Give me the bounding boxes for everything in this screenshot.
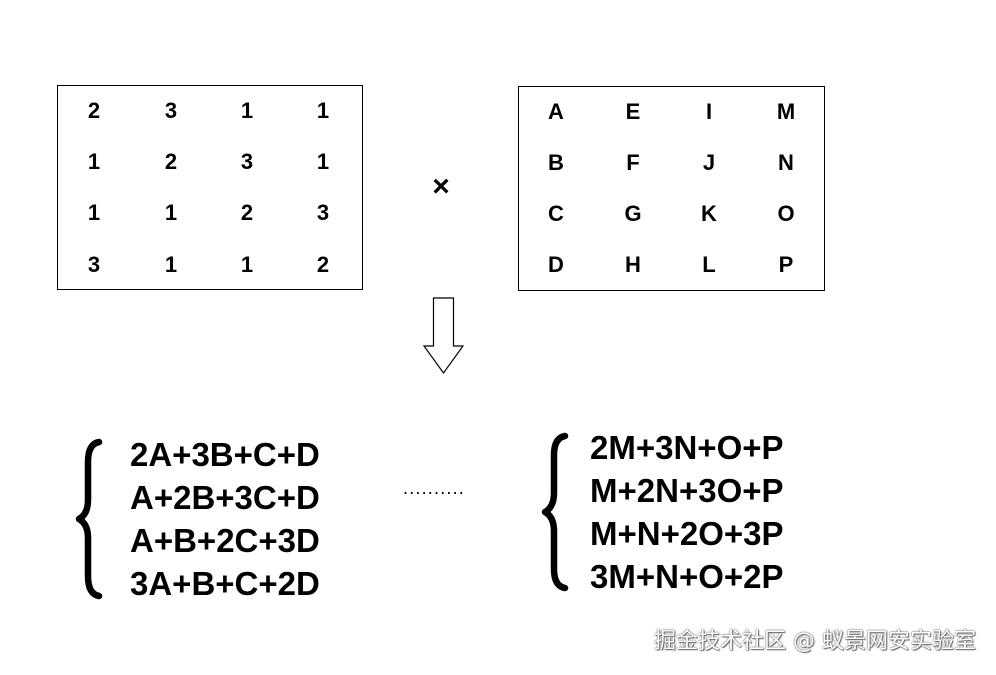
- left-matrix-cell: 1: [240, 98, 254, 123]
- left-matrix-cell: 2: [164, 149, 178, 174]
- right-matrix-cell: N: [778, 150, 794, 175]
- right-matrix-cell: A: [548, 99, 564, 124]
- right-matrix-cell: F: [626, 150, 640, 175]
- right-matrix-cell: L: [702, 252, 716, 277]
- right-matrix-cell: J: [702, 150, 716, 175]
- ellipsis: ..........: [403, 478, 466, 498]
- left-matrix-cell: 1: [240, 252, 254, 277]
- equation-line: A+2B+3C+D: [130, 479, 320, 516]
- left-matrix-cell: 1: [87, 200, 101, 225]
- right-matrix-cell: P: [778, 252, 794, 277]
- left-matrix-cell: 3: [87, 252, 101, 277]
- left-matrix-cell: 1: [316, 98, 330, 123]
- right-group-curly-brace-icon: [541, 432, 569, 592]
- right-matrix: A E I M B F J N C G K O D H L P: [518, 86, 825, 291]
- right-matrix-cell: O: [777, 201, 795, 226]
- right-matrix-cell: I: [705, 99, 713, 124]
- left-matrix-cell: 2: [240, 200, 254, 225]
- right-matrix-cell: H: [625, 252, 641, 277]
- left-matrix-cell: 1: [164, 200, 178, 225]
- watermark: 掘金技术社区 @ 蚁景网安实验室: [654, 629, 976, 654]
- right-matrix-cell: D: [548, 252, 564, 277]
- multiply-operator: ×: [432, 170, 450, 203]
- right-matrix-cell: B: [548, 150, 564, 175]
- right-matrix-cell: C: [548, 201, 564, 226]
- left-matrix-cell: 3: [316, 200, 330, 225]
- left-matrix-cell: 1: [316, 149, 330, 174]
- right-matrix-cell: G: [624, 201, 642, 226]
- equation-line: M+2N+3O+P: [590, 472, 784, 509]
- equation-line: A+B+2C+3D: [130, 522, 320, 559]
- left-curly-brace-icon: [75, 438, 103, 600]
- right-matrix-cell: K: [701, 201, 717, 226]
- equation-line: 3M+N+O+2P: [590, 558, 784, 595]
- right-matrix-cell: E: [625, 99, 641, 124]
- equation-line: 2M+3N+O+P: [590, 429, 784, 466]
- equation-line: 3A+B+C+2D: [130, 565, 320, 602]
- down-arrow-icon: [423, 297, 465, 375]
- left-matrix: 2 3 1 1 1 2 3 1 1 1 2 3 3 1 1 2: [57, 85, 363, 290]
- left-matrix-cell: 1: [87, 149, 101, 174]
- equation-line: M+N+2O+3P: [590, 515, 784, 552]
- left-matrix-cell: 1: [164, 252, 178, 277]
- equation-line: 2A+3B+C+D: [130, 436, 320, 473]
- left-matrix-cell: 2: [316, 252, 330, 277]
- left-matrix-cell: 2: [87, 98, 101, 123]
- left-matrix-cell: 3: [240, 149, 254, 174]
- right-matrix-cell: M: [776, 99, 796, 124]
- left-matrix-cell: 3: [164, 98, 178, 123]
